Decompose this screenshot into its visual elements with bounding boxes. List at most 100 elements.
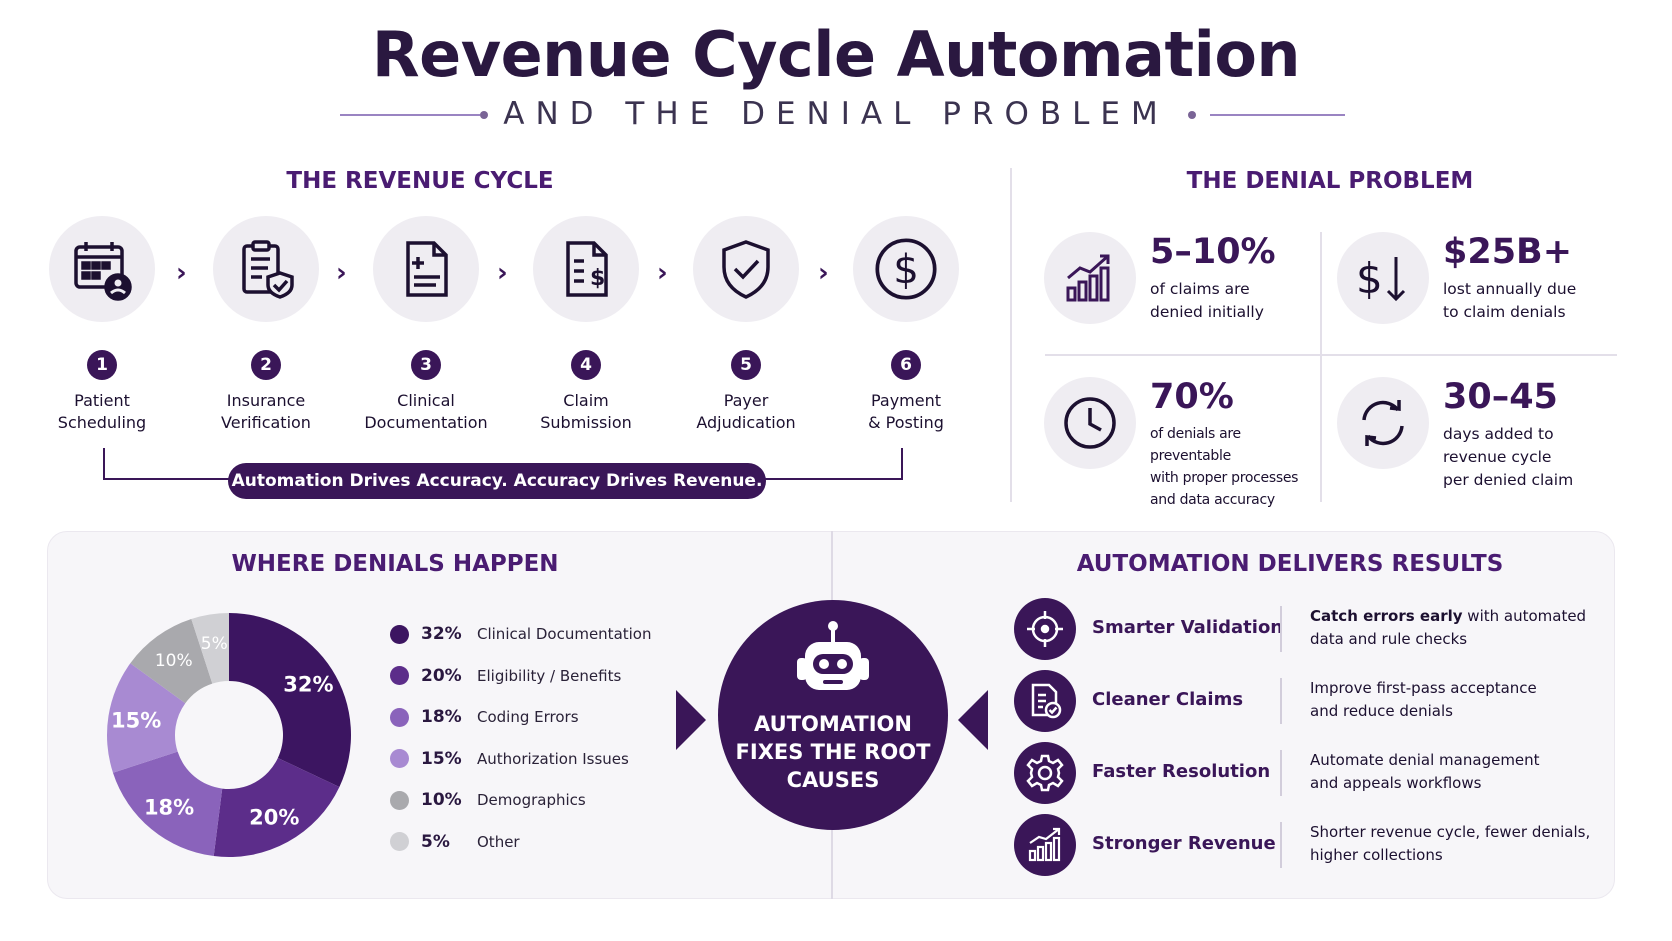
legend-swatch: [390, 749, 409, 768]
donut-slice-label-4: 15%: [111, 708, 161, 732]
result-description: Improve first-pass acceptance and reduce…: [1310, 677, 1610, 723]
shield-check-icon: [722, 240, 770, 299]
donut-slice-3: [112, 751, 223, 857]
step-label-line2: Verification: [221, 413, 311, 432]
stat-value: $25B+: [1443, 232, 1573, 272]
step-icon-circle: [213, 216, 319, 322]
automation-line1: AUTOMATION: [754, 712, 912, 736]
donut-slice-label-2: 20%: [249, 805, 299, 829]
step-number: 1: [87, 350, 117, 380]
stat-icon-circle: [1337, 377, 1429, 469]
calendar-user-icon: [74, 242, 132, 301]
cycle-step-5: 5 Payer Adjudication: [661, 216, 831, 434]
step-label-line2: & Posting: [868, 413, 944, 432]
result-separator: [1280, 750, 1282, 796]
stat-desc-line2: to claim denials: [1443, 303, 1566, 321]
stat-description: lost annually due to claim denials: [1443, 278, 1613, 324]
subtitle-rule-left: [340, 114, 480, 116]
step-label-line1: Claim: [563, 391, 609, 410]
arrow-right-icon: [676, 690, 706, 750]
stat-description: of claims are denied initially: [1150, 278, 1320, 324]
result-icon-circle: [1014, 814, 1076, 876]
result-smarter-validation: Smarter Validation Catch errors early wi…: [1014, 598, 1614, 660]
result-desc-line1: Automate denial management: [1310, 751, 1540, 769]
result-separator: [1280, 678, 1282, 724]
result-icon-circle: [1014, 598, 1076, 660]
result-desc-line2: and reduce denials: [1310, 702, 1453, 720]
step-label-line1: Payment: [870, 391, 942, 410]
result-description: Shorter revenue cycle, fewer denials, hi…: [1310, 821, 1610, 867]
medical-document-icon: [406, 241, 448, 297]
svg-text:$: $: [1356, 254, 1383, 303]
donut-slice-label-3: 18%: [144, 795, 194, 819]
legend-label: Clinical Documentation: [477, 625, 652, 643]
legend-item-5: 10% Demographics: [390, 787, 586, 813]
step-label: Clinical Documentation: [341, 390, 511, 434]
document-check-icon: [1031, 683, 1062, 719]
automation-line2: FIXES THE ROOT: [735, 740, 931, 764]
legend-label: Other: [477, 832, 520, 851]
refresh-icon: [1362, 400, 1404, 446]
denial-donut-chart: 32%20%18%15%10%5%: [107, 613, 351, 857]
stat-icon-circle: $: [1337, 232, 1429, 324]
legend-swatch: [390, 666, 409, 685]
legend-item-3: 18%Coding Errors: [390, 704, 579, 730]
chevron-right-icon: ›: [497, 258, 508, 288]
stat-desc-line2: revenue cycle: [1443, 448, 1552, 466]
legend-percent: 10%: [421, 790, 462, 810]
step-number: 3: [411, 350, 441, 380]
step-label: Claim Submission: [501, 390, 671, 434]
stat-desc-line1: days added to: [1443, 425, 1554, 443]
legend-swatch: [390, 707, 409, 727]
result-desc-line2: data and rule checks: [1310, 630, 1468, 648]
arrow-left-icon: [958, 690, 988, 750]
bar-chart-up-icon: [1066, 254, 1110, 302]
result-desc-line1: Shorter revenue cycle, fewer denials,: [1310, 823, 1591, 841]
step-label-line2: Scheduling: [57, 413, 147, 432]
result-icon-circle: [1014, 670, 1076, 732]
result-desc-line1: with automated: [1462, 607, 1587, 625]
step-icon-circle: $: [853, 216, 959, 322]
legend-label: Authorization Issues: [477, 749, 629, 768]
result-cleaner-claims: Cleaner Claims Improve first-pass accept…: [1014, 670, 1614, 732]
svg-text:$: $: [893, 246, 919, 293]
step-label-line1: Payer: [723, 391, 769, 410]
cycle-step-3: 3 Clinical Documentation: [341, 216, 511, 434]
legend-percent: 15%: [421, 748, 462, 769]
step-label-line1: Patient: [74, 391, 130, 410]
result-faster-resolution: Faster Resolution Automate denial manage…: [1014, 742, 1614, 804]
cycle-step-2: 2 Insurance Verification: [181, 216, 351, 434]
legend-swatch: [390, 624, 409, 644]
donut-slice-label-5: 10%: [155, 651, 193, 671]
donut-slice-5: [130, 618, 213, 704]
stat-desc-line1: of claims are: [1150, 280, 1250, 298]
step-number: 2: [251, 350, 281, 380]
step-label: Patient Scheduling: [17, 390, 187, 434]
clipboard-shield-icon: [242, 240, 294, 299]
result-desc-line1: Improve first-pass acceptance: [1310, 679, 1537, 697]
step-label-line1: Insurance: [226, 391, 306, 410]
donut-slice-label-6: 5%: [201, 634, 228, 654]
results-heading: AUTOMATION DELIVERS RESULTS: [1076, 551, 1504, 577]
legend-swatch: [390, 832, 409, 851]
step-icon-circle: [693, 216, 799, 322]
cycle-step-4: $ 4 Claim Submission: [501, 216, 671, 434]
donut-slice-6: [191, 613, 229, 684]
result-desc-emphasis: Catch errors early: [1310, 607, 1463, 625]
step-icon-circle: [373, 216, 479, 322]
growth-chart-icon: [1028, 827, 1061, 862]
step-icon-circle: $: [533, 216, 639, 322]
subtitle-dot-right: [1188, 111, 1196, 119]
result-desc-line2: and appeals workflows: [1310, 774, 1482, 792]
subtitle-row: AND THE DENIAL PROBLEM: [0, 96, 1672, 136]
step-label-line1: Clinical: [397, 391, 455, 410]
step-label-line2: Submission: [540, 413, 632, 432]
automation-line3: CAUSES: [786, 768, 880, 792]
stat-desc-line2: with proper processes: [1150, 470, 1299, 486]
legend-percent: 5%: [421, 831, 450, 852]
legend-label: Demographics: [477, 791, 586, 809]
result-title: Cleaner Claims: [1092, 689, 1244, 710]
step-number: 4: [571, 350, 601, 380]
dollar-down-icon: $: [1356, 254, 1406, 303]
chevron-right-icon: ›: [657, 258, 668, 288]
